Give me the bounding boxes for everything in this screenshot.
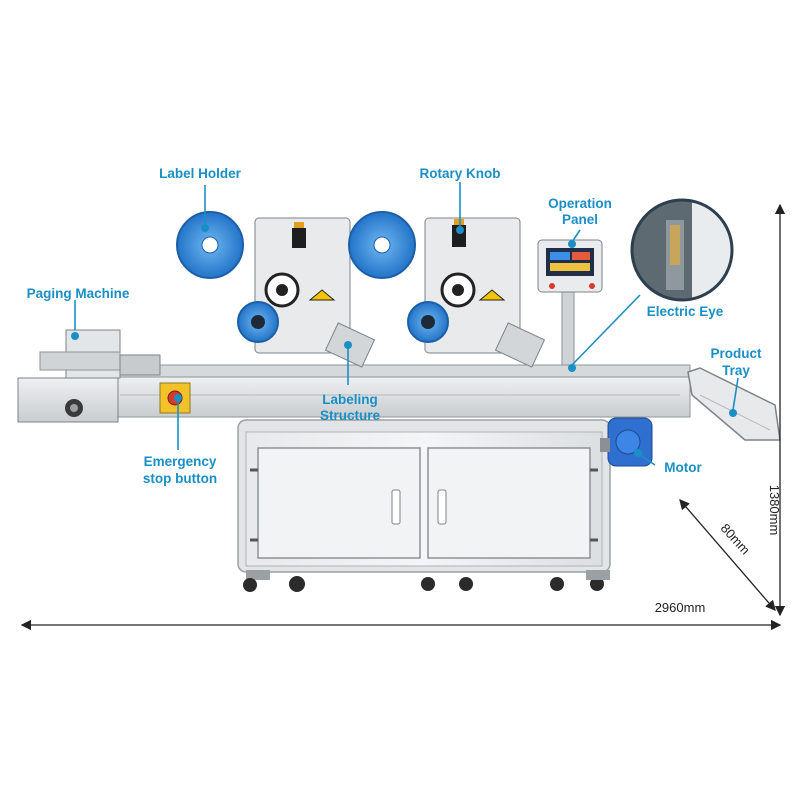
electric-eye-inset [630, 198, 734, 302]
callout-dots [71, 224, 737, 457]
dot-product-tray [729, 409, 737, 417]
motor-unit [600, 417, 653, 467]
operation-panel-unit [537, 239, 603, 366]
labeling-head-right [348, 211, 546, 368]
labeling-head-left [176, 211, 376, 368]
callout-product-tray-line2: Tray [722, 363, 750, 378]
dot-paging-machine [71, 332, 79, 340]
callout-labeling-structure-line1: Labeling [322, 392, 378, 407]
callout-emergency-stop-line2: stop button [143, 471, 217, 486]
callout-pointers [74, 182, 739, 466]
dimension-length: 2960mm [655, 600, 706, 615]
dot-rotary-knob [456, 226, 464, 234]
callout-paging-machine: Paging Machine [27, 286, 130, 301]
rotary-knob-left [292, 228, 306, 248]
callout-label-holder: Label Holder [159, 166, 242, 181]
dot-label-holder [201, 224, 209, 232]
callout-operation-panel-line2: Panel [562, 212, 598, 227]
callout-emergency-stop-line1: Emergency [144, 454, 217, 469]
callout-labeling-structure-line2: Structure [320, 408, 381, 423]
dimension-lines [20, 203, 786, 631]
callout-electric-eye: Electric Eye [647, 304, 724, 319]
dot-electric-eye [568, 364, 576, 372]
paging-machine [17, 329, 161, 423]
dot-emergency-stop [174, 394, 182, 402]
dimension-width: 80mm [718, 521, 753, 558]
callout-product-tray-line1: Product [710, 346, 762, 361]
callout-motor: Motor [664, 460, 702, 475]
cabinet [237, 419, 611, 573]
callout-operation-panel-line1: Operation [548, 196, 612, 211]
cabinet-door-right [427, 447, 591, 559]
door-handle-left [391, 489, 401, 525]
conveyor [109, 364, 691, 418]
width-dimension-line [679, 499, 776, 611]
dot-motor [634, 449, 642, 457]
casters [243, 570, 610, 592]
machine-illustration [17, 211, 781, 592]
door-handle-right [437, 489, 447, 525]
dimension-height: 1380mm [767, 485, 782, 536]
dot-labeling-structure [344, 341, 352, 349]
dot-operation-panel [568, 240, 576, 248]
callout-rotary-knob: Rotary Knob [420, 166, 501, 181]
